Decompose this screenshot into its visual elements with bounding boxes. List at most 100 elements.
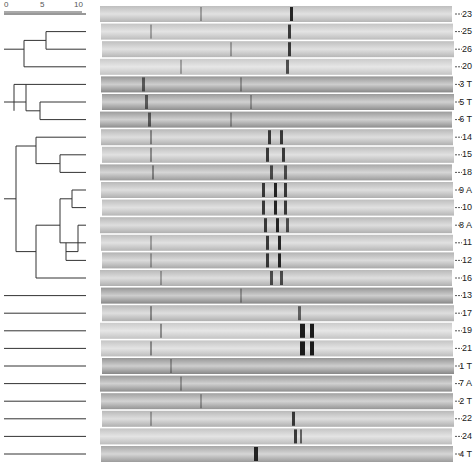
dendrogram-branch bbox=[60, 199, 61, 243]
lane-tick bbox=[455, 66, 462, 67]
dendrogram-branch bbox=[36, 137, 86, 138]
gel-band bbox=[300, 429, 302, 443]
gel-lane bbox=[101, 340, 453, 356]
gel-band bbox=[150, 412, 152, 426]
gel-lane bbox=[100, 217, 452, 233]
gel-lane bbox=[100, 376, 452, 392]
scale-label: 0 bbox=[4, 1, 8, 9]
lane-tick bbox=[455, 172, 462, 173]
gel-band bbox=[310, 324, 314, 338]
gel-lane bbox=[101, 129, 453, 145]
dendrogram-branch bbox=[26, 84, 27, 110]
lane-tick bbox=[455, 295, 462, 296]
gel-band bbox=[276, 218, 279, 232]
gel-band bbox=[280, 130, 283, 144]
dendrogram-branch bbox=[36, 163, 60, 164]
dendrogram-branch bbox=[66, 242, 86, 243]
gel-lane bbox=[100, 323, 452, 339]
gel-lane bbox=[102, 305, 454, 321]
gel-band bbox=[286, 60, 289, 74]
gel-band bbox=[145, 95, 148, 109]
gel-lane bbox=[101, 182, 453, 198]
gel-band bbox=[150, 25, 152, 39]
lane-number: 2 T bbox=[459, 397, 472, 406]
gel-band bbox=[270, 165, 273, 179]
dendrogram-branch bbox=[72, 190, 86, 191]
lane-number: 9 A bbox=[459, 186, 472, 195]
dendrogram-branch bbox=[60, 242, 66, 243]
gel-band bbox=[240, 77, 242, 91]
gel-lane bbox=[101, 235, 453, 251]
gel-band bbox=[298, 306, 301, 320]
gel-band bbox=[264, 218, 267, 232]
gel-lane bbox=[101, 393, 453, 409]
gel-lane bbox=[102, 200, 454, 216]
lane-number: 7 A bbox=[459, 379, 472, 388]
lane-number: 1 T bbox=[459, 362, 472, 371]
dendrogram-branch bbox=[36, 278, 86, 279]
gel-band bbox=[150, 341, 152, 355]
lane-tick bbox=[455, 49, 462, 50]
dendrogram-branch bbox=[36, 137, 37, 163]
gel-band bbox=[150, 130, 152, 144]
gel-lane bbox=[100, 428, 452, 444]
lane-tick bbox=[455, 207, 462, 208]
dendrogram-branch bbox=[60, 154, 86, 155]
dendrogram-branch bbox=[16, 251, 36, 252]
dendrogram-branch bbox=[66, 251, 78, 252]
gel-band bbox=[150, 148, 152, 162]
lane-number: 20 bbox=[462, 62, 472, 71]
lane-number: 12 bbox=[462, 256, 472, 265]
gel-band bbox=[268, 130, 271, 144]
lane-number: 24 bbox=[462, 432, 472, 441]
dendrogram-branch bbox=[14, 102, 26, 103]
gel-band bbox=[292, 412, 295, 426]
dendrogram-branch bbox=[78, 225, 79, 251]
gel-band bbox=[284, 201, 287, 215]
gel-lane bbox=[100, 164, 452, 180]
dendrogram-branch bbox=[60, 198, 72, 199]
gel-band bbox=[266, 148, 269, 162]
gel-lane bbox=[102, 94, 454, 110]
gel-band bbox=[230, 42, 232, 56]
gel-band bbox=[150, 306, 152, 320]
gel-lane bbox=[102, 252, 454, 268]
gel-lane bbox=[101, 24, 453, 40]
lane-number: 17 bbox=[462, 309, 472, 318]
gel-band bbox=[180, 377, 182, 391]
lane-tick bbox=[455, 348, 462, 349]
dendrogram-branch bbox=[4, 418, 86, 419]
lane-number: 11 bbox=[463, 238, 472, 247]
gel-band bbox=[266, 236, 269, 250]
gel-band bbox=[250, 95, 252, 109]
dendrogram-branch bbox=[14, 84, 86, 85]
lane-number: 13 bbox=[462, 291, 472, 300]
gel-band bbox=[300, 324, 305, 338]
gel-band bbox=[280, 271, 283, 285]
gel-band bbox=[288, 25, 291, 39]
dendrogram-branch bbox=[4, 14, 86, 15]
gel-band bbox=[150, 253, 152, 267]
dendrogram-branch bbox=[16, 146, 36, 147]
scale-label: 10 bbox=[74, 1, 83, 9]
gel-band bbox=[294, 429, 297, 443]
dendrogram-branch bbox=[14, 84, 15, 110]
lane-number: 15 bbox=[462, 150, 472, 159]
lane-number: 23 bbox=[462, 10, 472, 19]
gel-lane bbox=[101, 288, 453, 304]
dendrogram-branch bbox=[66, 260, 86, 261]
dendrogram-branch bbox=[4, 198, 16, 199]
lane-tick bbox=[455, 436, 462, 437]
dendrogram-branch bbox=[60, 172, 86, 173]
gel-lane bbox=[102, 147, 454, 163]
dendrogram-branch bbox=[4, 454, 86, 455]
gel-band bbox=[160, 271, 162, 285]
gel-lane bbox=[100, 6, 452, 22]
gel-lane bbox=[102, 41, 454, 57]
dendrogram-branch bbox=[72, 207, 86, 208]
scale-label: 5 bbox=[40, 1, 44, 9]
dendrogram-branch bbox=[4, 49, 24, 50]
lane-tick bbox=[455, 137, 462, 138]
gel-band bbox=[288, 42, 291, 56]
dendrogram-branch bbox=[4, 366, 86, 367]
